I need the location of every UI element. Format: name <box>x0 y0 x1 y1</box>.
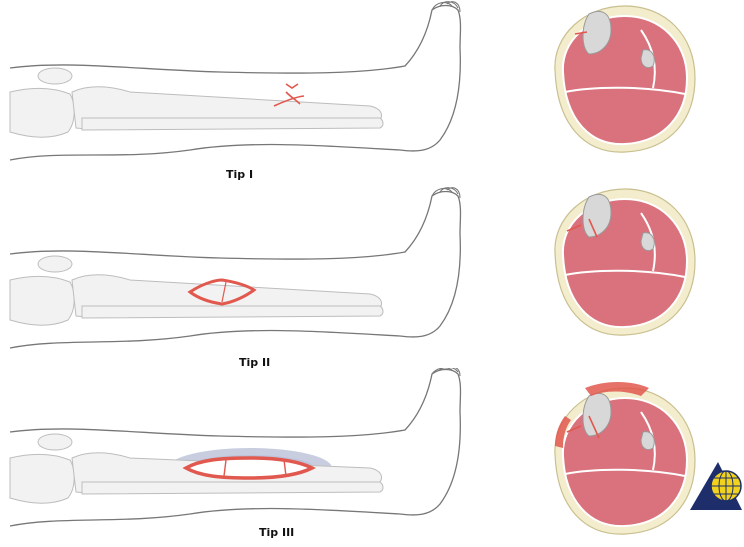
panel-tip-1: Tip I <box>0 0 744 180</box>
fibula-bone <box>82 482 383 494</box>
extensive-laceration-wound <box>186 458 312 478</box>
femur-bone <box>10 88 74 137</box>
patella-bone <box>38 68 72 84</box>
fibula-cross-section <box>641 233 654 251</box>
panel-tip-2: Tip II <box>0 182 744 367</box>
femur-bone <box>10 276 74 325</box>
fibula-cross-section <box>641 432 654 450</box>
cross-section-tip-2 <box>545 183 705 348</box>
patella-bone <box>38 434 72 450</box>
cross-section-tip-3 <box>545 376 705 546</box>
leg-illustration-tip-3 <box>0 368 470 547</box>
fibula-cross-section <box>641 50 654 68</box>
femur-bone <box>10 454 74 503</box>
leg-illustration-tip-1 <box>0 0 470 180</box>
caption-tip-1: Tip I <box>226 168 253 181</box>
globe-triangle-logo-icon <box>688 460 744 512</box>
patella-bone <box>38 256 72 272</box>
caption-tip-3: Tip III <box>259 526 294 539</box>
panel-tip-3: Tip III <box>0 368 744 547</box>
leg-illustration-tip-2 <box>0 182 470 367</box>
fibula-bone <box>82 306 383 318</box>
cross-section-tip-1 <box>545 0 705 165</box>
fibula-bone <box>82 118 383 130</box>
